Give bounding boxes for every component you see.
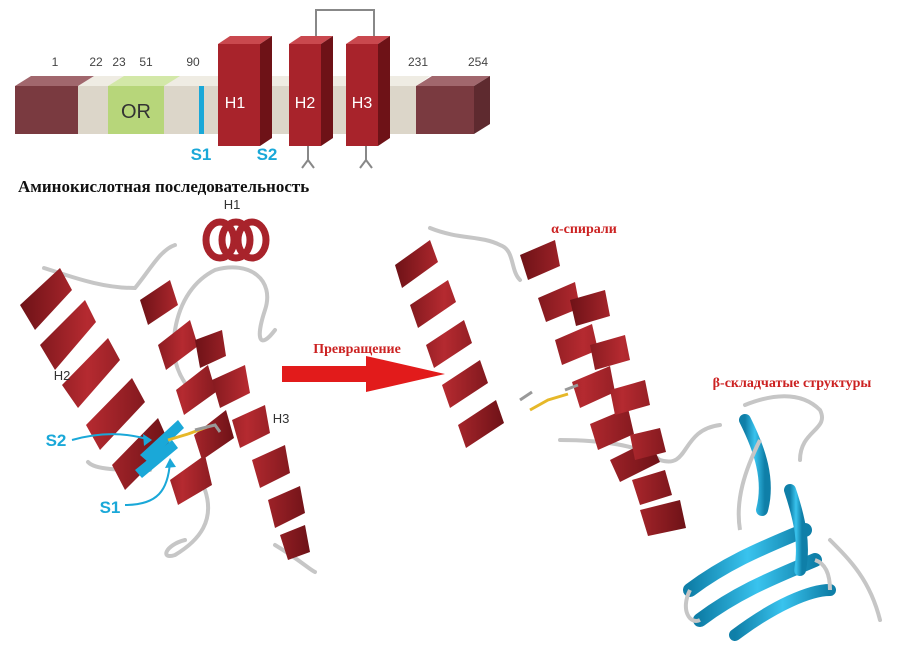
left-label-h3: H3 [273,411,290,426]
glycan-fork-h2 [301,146,315,169]
glycan-fork-h3 [359,146,373,169]
left-helix-h1 [202,218,270,262]
left-label-s2: S2 [46,431,67,450]
left-helix-middle [140,280,234,505]
sequence-title: Аминокислотная последовательность [18,177,309,196]
left-sidechain [194,423,222,433]
right-helix-3 [570,290,686,536]
strand-s1-mark [199,86,204,134]
beta-label: β-складчатые структуры [713,376,872,391]
left-label-s1: S1 [100,498,121,517]
arrow-s1-head [165,458,176,468]
strand-s2-label: S2 [257,145,278,164]
terminal-left [15,86,78,134]
helix-h3-box: H3 [346,36,390,146]
terminal-left-top [15,76,94,86]
right-beta-sheet [683,414,836,641]
transition-arrow: Превращение [282,342,445,392]
left-structure: H1 H2 H3 S2 S1 [20,197,317,574]
left-strand-s2 [140,420,184,462]
helix-h1-box: H1 [218,36,272,146]
arrow-s1 [124,461,171,506]
disulfide-bridge [315,9,375,36]
pos-51: 51 [139,55,153,69]
terminal-right [416,86,474,134]
alpha-label: α-спирали [551,222,617,237]
pos-254: 254 [468,55,488,69]
or-domain-label: OR [121,101,151,123]
right-structure: α-спирали β-складчатые структуры [395,222,882,641]
transition-label: Превращение [313,342,401,357]
left-label-h2: H2 [54,368,71,383]
or-domain-top [108,76,180,86]
pos-90: 90 [186,55,200,69]
pos-231: 231 [408,55,428,69]
right-helix-1 [395,240,504,448]
helix-h2-box: H2 [289,36,333,146]
right-loops [428,226,882,622]
left-loops [42,243,317,574]
right-disulfide [529,392,569,412]
pos-22: 22 [89,55,103,69]
arrow-s2 [71,433,151,441]
terminal-right-side [474,76,490,134]
left-strand-s1 [135,440,178,478]
helix-h1-label: H1 [225,95,246,112]
left-helix-h2 [20,268,170,490]
right-helix-2 [520,240,660,482]
pos-23: 23 [112,55,126,69]
strand-s1-label: S1 [191,145,212,164]
sequence-bar: OR H1 H2 H3 [15,9,490,169]
arrow-s2-head [143,434,152,446]
right-sidechain [519,383,579,402]
terminal-right-top [416,76,490,86]
helix-h3-label: H3 [352,95,373,112]
left-label-h1: H1 [224,197,241,212]
left-helix-h3 [195,330,310,560]
or-domain [108,86,164,134]
helix-h2-label: H2 [295,95,316,112]
pos-1: 1 [52,55,59,69]
